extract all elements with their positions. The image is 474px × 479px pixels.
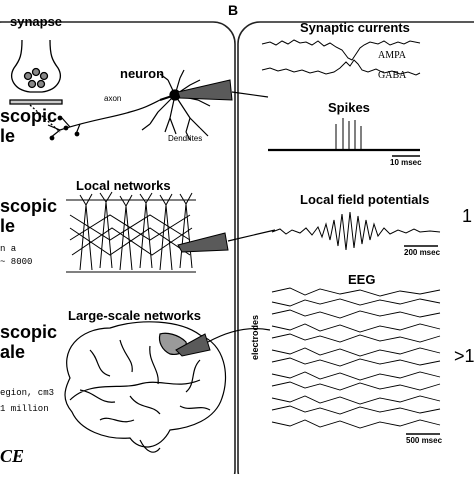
lfp-title: Local field potentials xyxy=(300,192,430,207)
panel-a-frame xyxy=(0,21,236,479)
local-networks-label: Local networks xyxy=(76,178,171,193)
right-edge-glyph-2: >1 xyxy=(454,346,474,366)
trace-spikes xyxy=(268,118,420,152)
right-edge-glyph-1: 1 xyxy=(462,206,473,226)
trace-ampa xyxy=(261,39,421,61)
meso-note-line-1: n a xyxy=(0,244,17,254)
electrode-cone-3 xyxy=(175,327,271,357)
dendrites-label: Dendrites xyxy=(168,134,203,143)
micro-title-line-1: scopic xyxy=(0,106,58,126)
electrode-cone-2 xyxy=(177,229,276,253)
gaba-label: GABA xyxy=(378,70,407,81)
lfp-scale-label: 200 msec xyxy=(404,248,441,257)
micro-title-line-2: le xyxy=(0,126,16,146)
ampa-label: AMPA xyxy=(378,50,406,61)
axon-label: axon xyxy=(104,94,122,103)
synaptic-currents-title: Synaptic currents xyxy=(300,20,410,35)
meso-note-line-2: ~ 8000 xyxy=(0,257,33,267)
macro-title-line-2: ale xyxy=(0,342,26,362)
eeg-title: EEG xyxy=(348,272,376,287)
neuron-illustration xyxy=(47,69,211,141)
electrodes-label: electrodes xyxy=(250,314,260,360)
macro-title-line-1: scopic xyxy=(0,322,58,342)
footer-glyph: CE xyxy=(0,446,25,466)
electrode-cone-1 xyxy=(177,79,269,101)
trace-gaba xyxy=(261,59,421,76)
meso-title-line-2: le xyxy=(0,216,16,236)
spikes-title: Spikes xyxy=(328,100,370,115)
macro-note-line-1: egion, cm3 xyxy=(0,388,55,398)
trace-lfp xyxy=(271,211,441,251)
meso-title-line-1: scopic xyxy=(0,196,58,216)
panel-b-frame xyxy=(237,21,474,479)
macro-note-line-2: 1 million xyxy=(0,404,49,414)
synapse-label: synapse xyxy=(10,14,63,29)
large-scale-networks-label: Large-scale networks xyxy=(68,308,201,323)
eeg-scale-label: 500 msec xyxy=(406,436,443,445)
synapse-illustration xyxy=(9,39,63,133)
spikes-scale-label: 10 msec xyxy=(390,158,422,167)
panel-b-letter: B xyxy=(228,2,239,18)
local-network-illustration xyxy=(66,191,196,273)
neuron-label: neuron xyxy=(120,66,165,81)
trace-eeg xyxy=(271,287,441,429)
